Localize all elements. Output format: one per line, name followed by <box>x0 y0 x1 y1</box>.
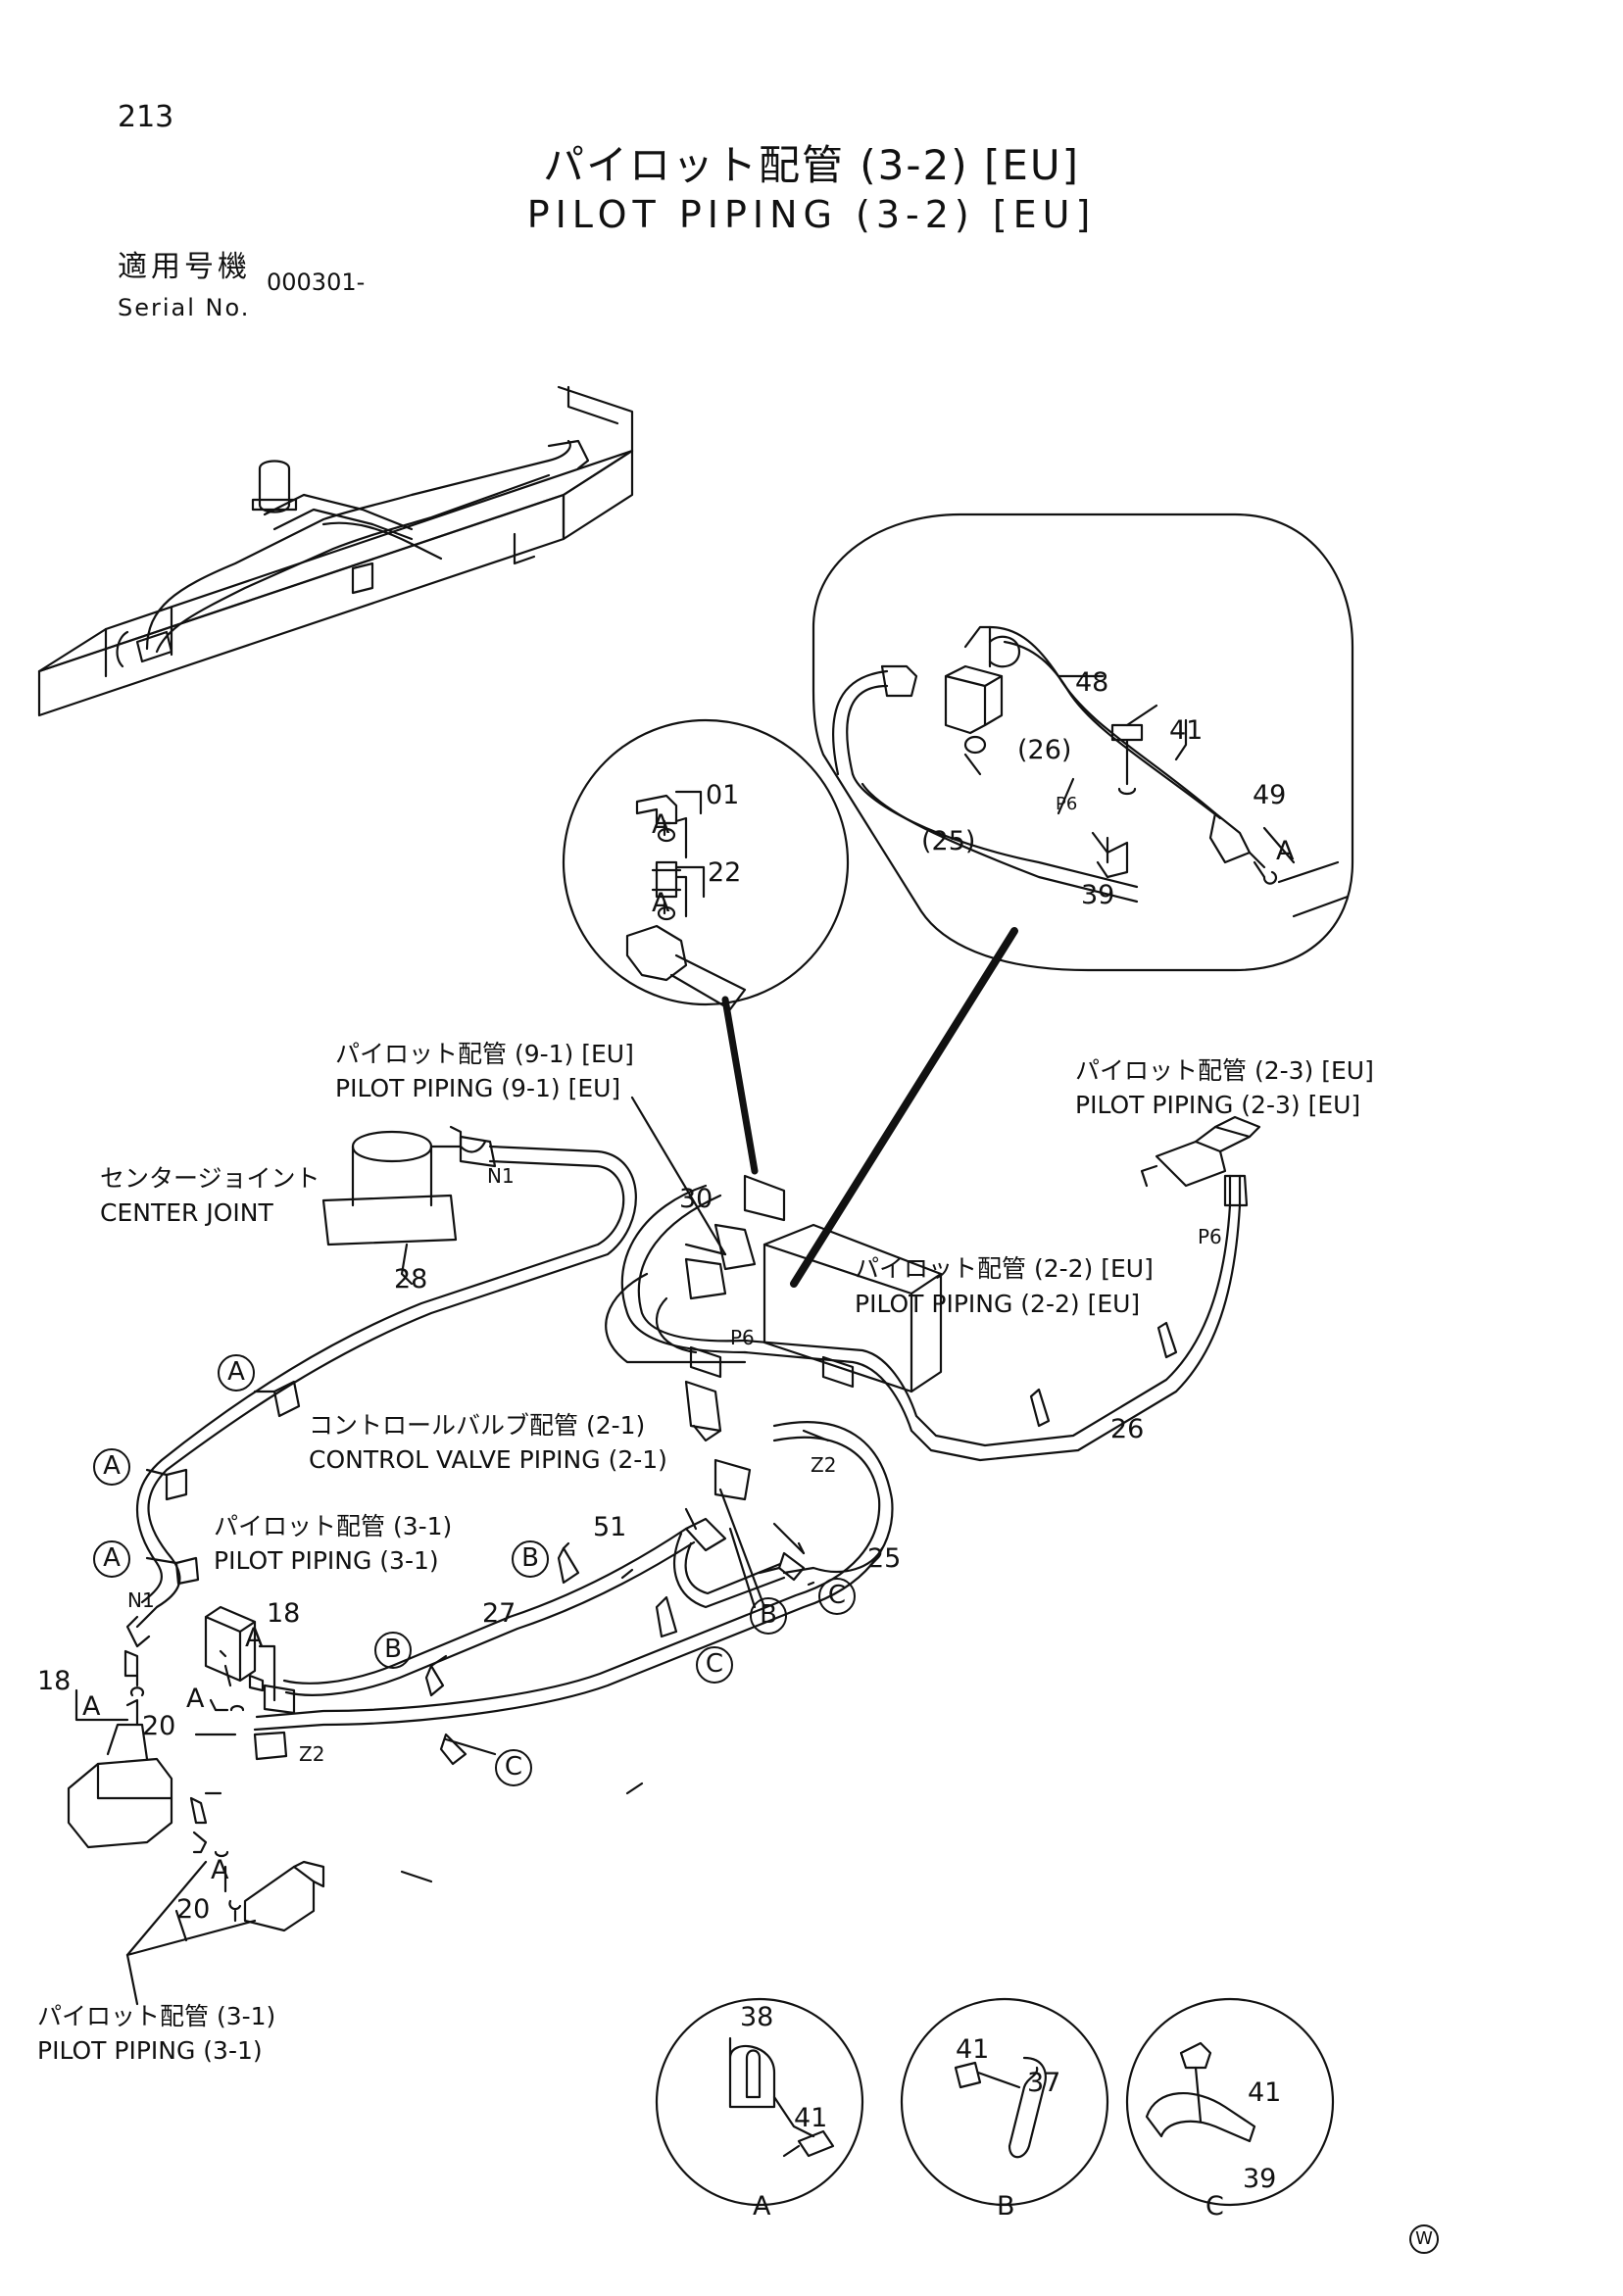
fitting-marker-a-18-left: A <box>82 1691 101 1722</box>
ref-pilot-piping-2-3-en: PILOT PIPING (2-3) [EU] <box>1075 1091 1361 1119</box>
ref-pilot-piping-2-3-jp: パイロット配管 (2-3) [EU] <box>1075 1056 1374 1085</box>
leader-lines <box>74 674 1296 2006</box>
fitting-marker-a-49: A <box>1276 836 1295 866</box>
serial-label-jp: 適用号機 <box>118 250 251 284</box>
clamp-callout-a-3: A <box>93 1540 130 1578</box>
part-number-28: 28 <box>394 1264 428 1295</box>
part-number-41-a: 41 <box>794 2103 828 2133</box>
serial-label-en: Serial No. <box>118 294 251 321</box>
detail-circle-fittings <box>562 718 850 1175</box>
part-number-27: 27 <box>482 1598 516 1629</box>
part-number-49: 49 <box>1253 780 1287 810</box>
detail-oval-valve <box>790 513 1354 1288</box>
part-number-25: 25 <box>867 1543 902 1574</box>
fitting-marker-a-22: A <box>652 888 670 918</box>
ref-pilot-piping-3-1-lower-en: PILOT PIPING (3-1) <box>37 2036 263 2065</box>
hose-routing <box>123 1135 1249 1761</box>
part-number-39: 39 <box>1243 2164 1277 2194</box>
clamp-detail-label-a: A <box>753 2191 771 2222</box>
ref-pilot-piping-2-2-en: PILOT PIPING (2-2) [EU] <box>855 1290 1141 1318</box>
part-number-48: 48 <box>1075 667 1109 698</box>
ref-center-joint-jp: センタージョイント <box>100 1164 320 1193</box>
serial-number: 000301- <box>267 269 366 296</box>
part-number-37: 37 <box>1027 2068 1061 2098</box>
ref-pilot-piping-3-1-upper-jp: パイロット配管 (3-1) <box>214 1512 453 1540</box>
pilot-23-valve-drawing <box>1140 1115 1261 1188</box>
ref-pilot-piping-9-1-en: PILOT PIPING (9-1) [EU] <box>335 1074 621 1102</box>
part-number-30: 30 <box>679 1184 713 1214</box>
clamp-callout-c-2: C <box>696 1646 733 1684</box>
clamp-callout-a-1: A <box>218 1354 255 1392</box>
port-label-p6-valve: P6 <box>730 1326 755 1349</box>
ref-control-valve-piping-2-1-jp: コントロールバルブ配管 (2-1) <box>309 1411 646 1440</box>
port-label-n1-lower: N1 <box>127 1588 155 1612</box>
port-label-p6-detail: P6 <box>1056 794 1078 814</box>
clamp-detail-circles <box>655 1997 1335 2207</box>
part-number-20-lower: 20 <box>176 1894 211 1925</box>
ref-pilot-piping-3-1-upper-en: PILOT PIPING (3-1) <box>214 1546 439 1575</box>
clamp-callout-b-1: B <box>512 1540 549 1578</box>
part-number-51: 51 <box>593 1512 627 1542</box>
part-number-18-upper: 18 <box>267 1598 301 1629</box>
fitting-marker-a-18-upper: A <box>245 1623 264 1653</box>
overview-frame-drawing <box>37 385 634 717</box>
left-valve-block-drawing <box>67 1605 325 1932</box>
ref-center-joint-en: CENTER JOINT <box>100 1198 273 1227</box>
part-number-22: 22 <box>708 857 742 888</box>
part-number-41-b: 41 <box>956 2034 990 2065</box>
clamp-callout-b-3: B <box>750 1597 787 1635</box>
clamp-callout-a-2: A <box>93 1448 130 1486</box>
ref-pilot-piping-9-1-jp: パイロット配管 (9-1) [EU] <box>335 1040 634 1068</box>
fitting-marker-a-20-lower: A <box>211 1855 229 1885</box>
ref-pilot-piping-2-2-jp: パイロット配管 (2-2) [EU] <box>855 1254 1154 1283</box>
port-label-n1-upper: N1 <box>487 1164 515 1188</box>
part-number-18-left: 18 <box>37 1666 72 1696</box>
clamp-callout-b-2: B <box>374 1632 412 1669</box>
part-number-38: 38 <box>740 2002 774 2032</box>
part-number-41-detail: 41 <box>1169 715 1204 746</box>
part-number-20-upper: 20 <box>142 1711 176 1741</box>
clamp-detail-label-c: C <box>1205 2191 1224 2222</box>
clamp-callout-c-1: C <box>818 1578 856 1615</box>
part-number-26-paren: (26) <box>1017 735 1072 765</box>
part-number-26: 26 <box>1110 1414 1145 1444</box>
port-label-z2-right: Z2 <box>811 1453 837 1477</box>
part-number-39-detail: 39 <box>1081 880 1115 910</box>
publisher-mark: W <box>1409 2224 1439 2254</box>
page-title-en: PILOT PIPING (3-2) [EU] <box>526 193 1097 236</box>
part-number-25-paren: (25) <box>921 826 976 856</box>
page-number: 213 <box>118 100 174 134</box>
ref-control-valve-piping-2-1-en: CONTROL VALVE PIPING (2-1) <box>309 1445 667 1474</box>
fitting-marker-a-01: A <box>652 809 670 840</box>
page-title-jp: パイロット配管 (3-2) [EU] <box>542 141 1081 189</box>
port-label-p6-right: P6 <box>1198 1225 1222 1248</box>
ref-pilot-piping-3-1-lower-jp: パイロット配管 (3-1) <box>37 2002 276 2030</box>
port-label-z2-left: Z2 <box>299 1742 325 1766</box>
clamp-detail-label-b: B <box>997 2191 1015 2222</box>
hose-clamps-drawing <box>165 1321 1178 1766</box>
control-valve-drawing <box>605 1174 943 1501</box>
clamp-callout-c-3: C <box>495 1749 532 1786</box>
fitting-marker-a-20-upper: A <box>186 1684 205 1714</box>
part-number-01: 01 <box>706 780 740 810</box>
part-number-41-c: 41 <box>1248 2077 1282 2108</box>
